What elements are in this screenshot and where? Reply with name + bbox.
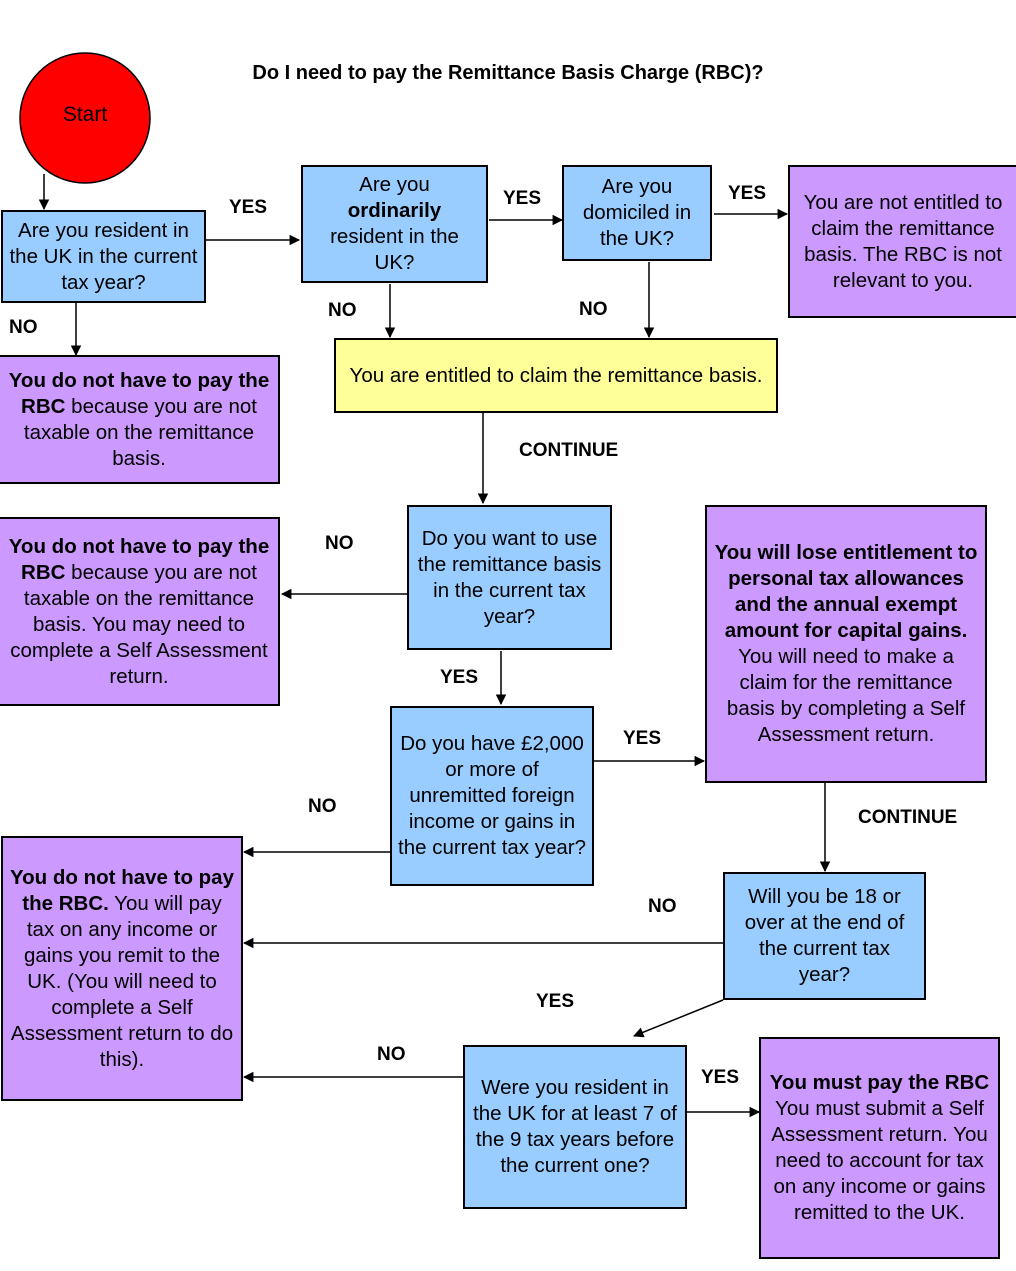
question-ordinarily-resident: Are you ordinarily resident in the UK? <box>301 165 488 283</box>
result-pay-tax-on-remittances: You do not have to pay the RBC. You will… <box>1 836 243 1101</box>
question-domiciled-text: Are you domiciled in the UK? <box>582 175 692 250</box>
result-not-taxable-self-assessment: You do not have to pay the RBC because y… <box>0 517 280 706</box>
result-must-pay-rbc: You must pay the RBC You must submit a Se… <box>759 1037 1000 1259</box>
label-18-yes: YES <box>536 991 575 1012</box>
label-2000-yes: YES <box>623 728 662 749</box>
result-entitled: You are entitled to claim the remittance… <box>334 338 778 413</box>
label-lose-continue: CONTINUE <box>858 807 958 828</box>
result-must-pay-text: You must pay the RBC You must submit a Se… <box>767 1070 992 1226</box>
label-18-no: NO <box>648 896 677 917</box>
label-resident-yes: YES <box>229 197 268 218</box>
question-ordinarily-part-1: Are you <box>359 173 430 196</box>
result-must-pay-rest: You must submit a Self Assessment return… <box>771 1097 988 1224</box>
start-node-circle <box>19 52 151 184</box>
result-not-entitled-text: You are not entitled to claim the remitt… <box>803 190 1003 292</box>
question-2000-text: Do you have £2,000 or more of unremitted… <box>398 732 587 859</box>
result-pay-tax-bold: You do not have to pay the RBC. <box>10 865 234 915</box>
question-7-of-9-years: Were you resident in the UK for at least… <box>463 1045 687 1209</box>
result-pay-tax-rest: You will pay tax on any income or gains … <box>10 891 234 1071</box>
result-lose-rest: You will need to make a claim for the re… <box>726 645 966 746</box>
label-7of9-yes: YES <box>701 1067 740 1088</box>
result-lose-allowances: You will lose entitlement to personal ta… <box>705 505 987 783</box>
label-entitled-continue: CONTINUE <box>519 440 619 461</box>
result-not-taxable2-text: You do not have to pay the RBC because y… <box>6 534 272 690</box>
result-not-taxable: You do not have to pay the RBC because y… <box>0 355 280 484</box>
question-18-text: Will you be 18 or over at the end of the… <box>744 885 905 986</box>
label-want-no: NO <box>325 533 354 554</box>
result-not-taxable2-rest: because you are not taxable on the remit… <box>10 560 268 688</box>
question-want-remittance-basis: Do you want to use the remittance basis … <box>407 505 612 650</box>
result-not-taxable-rest: because you are not taxable on the remit… <box>23 394 257 470</box>
start-node-label: Start <box>62 103 108 126</box>
result-not-taxable-text: You do not have to pay the RBC because y… <box>6 368 272 472</box>
label-2000-no: NO <box>308 796 337 817</box>
label-want-yes: YES <box>440 667 479 688</box>
question-2000-unremitted: Do you have £2,000 or more of unremitted… <box>390 706 594 886</box>
label-domiciled-no: NO <box>579 299 608 320</box>
result-pay-tax-text: You do not have to pay the RBC. You will… <box>9 865 235 1073</box>
question-want-text: Do you want to use the remittance basis … <box>417 526 602 628</box>
question-7of9-text: Were you resident in the UK for at least… <box>473 1076 677 1177</box>
result-not-taxable2-bold: You do not have to pay the RBC <box>8 534 270 584</box>
question-resident: Are you resident in the UK in the curren… <box>1 210 206 303</box>
question-ordinarily-text: Are you ordinarily resident in the UK? <box>309 172 480 276</box>
chart-title: Do I need to pay the Remittance Basis Ch… <box>252 62 764 84</box>
label-domiciled-yes: YES <box>728 183 767 204</box>
question-18-or-over: Will you be 18 or over at the end of the… <box>723 872 926 1000</box>
question-ordinarily-emphasis: ordinarily <box>347 199 442 222</box>
arrow-18-yes <box>633 999 724 1038</box>
question-resident-text: Are you resident in the UK in the curren… <box>9 218 198 294</box>
label-ordinarily-no: NO <box>328 300 357 321</box>
question-ordinarily-part-3: resident in the UK? <box>330 225 459 274</box>
result-lose-bold: You will lose entitlement to personal ta… <box>714 541 978 642</box>
result-must-pay-bold: You must pay the RBC <box>769 1071 990 1094</box>
result-not-taxable-bold: You do not have to pay the RBC <box>8 368 270 418</box>
label-7of9-no: NO <box>377 1044 406 1065</box>
result-lose-text: You will lose entitlement to personal ta… <box>713 540 979 748</box>
label-resident-no: NO <box>9 317 38 338</box>
result-not-entitled: You are not entitled to claim the remitt… <box>788 165 1016 318</box>
result-entitled-text: You are entitled to claim the remittance… <box>349 363 763 387</box>
label-ordinarily-yes: YES <box>503 188 542 209</box>
question-domiciled: Are you domiciled in the UK? <box>562 165 712 261</box>
